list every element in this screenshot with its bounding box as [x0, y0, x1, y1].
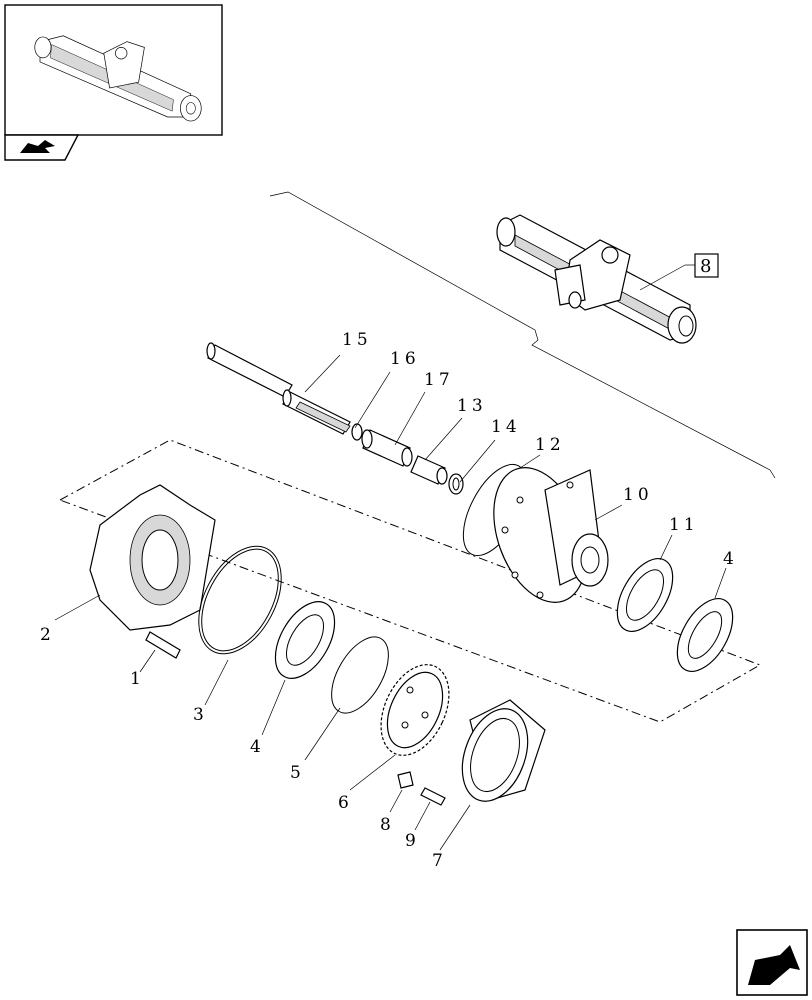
- part-2-housing: [89, 484, 216, 631]
- callout-13: 13: [457, 396, 487, 416]
- part-13-sleeve: [410, 455, 448, 485]
- part-6-gear: [380, 664, 450, 756]
- axle-thumbnail-image: [34, 35, 202, 122]
- callout-12: 12: [535, 435, 565, 455]
- callout-4-right: 4: [723, 549, 738, 569]
- reference-box-label: 8: [700, 256, 711, 277]
- callout-2: 2: [40, 625, 55, 645]
- axle-assembly-illustration: [496, 214, 697, 344]
- part-15-shaft: [206, 342, 351, 435]
- part-1-pin: [145, 631, 181, 659]
- callout-labels: 15 16 17 13 14 12 10 11 4 2 1 3 4 5 6 8 …: [40, 330, 738, 871]
- callout-1: 1: [130, 669, 145, 689]
- assembly-reference-line: [269, 191, 776, 479]
- callout-14: 14: [491, 417, 521, 437]
- callout-16: 16: [390, 349, 420, 369]
- callout-4-left: 4: [250, 737, 265, 757]
- callout-8: 8: [380, 815, 395, 835]
- part-7-ring-gear: [461, 699, 546, 802]
- callout-9: 9: [405, 831, 420, 851]
- callout-6: 6: [338, 793, 353, 813]
- hand-pointer-icon[interactable]: [4, 134, 80, 161]
- callout-3: 3: [193, 705, 208, 725]
- part-11-seal: [616, 558, 674, 632]
- callout-5: 5: [290, 763, 305, 783]
- assembly-boundary-dashed: [59, 439, 762, 723]
- part-10-wheel-hub: [493, 467, 609, 603]
- part-5-snap-ring: [331, 636, 389, 714]
- part-4-bearing-left: [274, 601, 336, 679]
- callout-11: 11: [669, 515, 699, 535]
- callout-10: 10: [623, 485, 653, 505]
- part-8-spacer: [397, 771, 414, 789]
- part-16-circlip: [351, 423, 363, 441]
- part-4-bearing-right: [676, 598, 734, 672]
- arrow-next-page-icon[interactable]: [736, 929, 808, 996]
- part-3-o-ring: [198, 545, 282, 655]
- thumbnail-panel[interactable]: [4, 4, 223, 136]
- leader-lines: [54, 354, 727, 851]
- callout-7: 7: [432, 851, 447, 871]
- part-17-bushing: [361, 429, 413, 467]
- callout-17: 17: [424, 370, 454, 390]
- part-14-ring: [448, 473, 464, 495]
- reference-box-8[interactable]: 8: [685, 253, 719, 278]
- callout-15: 15: [342, 330, 372, 350]
- part-9-bolt: [420, 787, 446, 806]
